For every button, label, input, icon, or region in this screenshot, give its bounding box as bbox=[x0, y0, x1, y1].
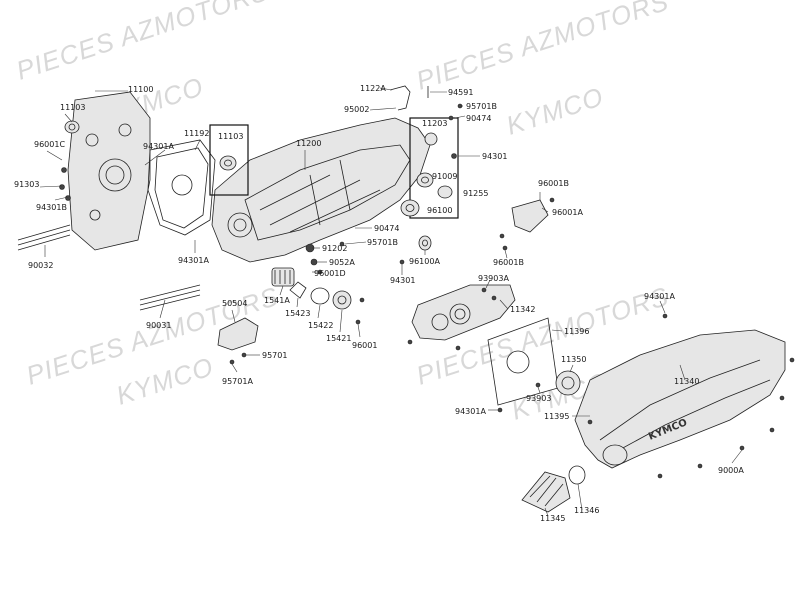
part-label: 11396 bbox=[564, 327, 589, 336]
part-label: 1541A bbox=[264, 296, 290, 305]
part-label: 11346 bbox=[574, 506, 599, 515]
part-label: 96001 bbox=[352, 341, 377, 350]
part-label: 95701A bbox=[222, 377, 253, 386]
part-label: 94301A bbox=[178, 256, 209, 265]
part-label: 11340 bbox=[674, 377, 699, 386]
part-label: 11350 bbox=[561, 355, 586, 364]
left-crankcase-part bbox=[64, 91, 151, 251]
outer-cover-part: KYMCO bbox=[574, 313, 786, 469]
inner-cover-part bbox=[407, 284, 516, 351]
part-label: 90474 bbox=[374, 224, 399, 233]
stud-bolts-90032 bbox=[17, 224, 71, 251]
part-label: 96001C bbox=[34, 140, 65, 149]
watermark: KYMCO bbox=[113, 351, 218, 411]
callout-box bbox=[209, 124, 249, 196]
part-label: 96001A bbox=[552, 208, 583, 217]
part-label: 95701B bbox=[367, 238, 398, 247]
bracket-part bbox=[217, 317, 259, 365]
watermark: PIECES AZMOTORS bbox=[413, 0, 673, 96]
part-label: 11100 bbox=[128, 85, 153, 94]
part-label: 95002 bbox=[344, 105, 369, 114]
part-label: 96100 bbox=[427, 206, 452, 215]
part-label: 95701B bbox=[466, 102, 497, 111]
part-label: 90474 bbox=[466, 114, 491, 123]
part-label: 15421 bbox=[326, 334, 351, 343]
leader-lines bbox=[39, 87, 743, 517]
breather-fittings bbox=[389, 85, 463, 159]
part-label: 11395 bbox=[544, 412, 569, 421]
small-bracket-part bbox=[499, 197, 555, 251]
part-label: 15422 bbox=[308, 321, 333, 330]
part-label: 93903A bbox=[478, 274, 509, 283]
screws-left bbox=[59, 167, 71, 201]
part-label: 11203 bbox=[422, 119, 447, 128]
part-label: 91009 bbox=[432, 172, 457, 181]
part-label: 94591 bbox=[448, 88, 473, 97]
part-label: 94301A bbox=[143, 142, 174, 151]
callout-box bbox=[409, 117, 459, 219]
part-label: 90031 bbox=[146, 321, 171, 330]
part-labels: 11100 11103 96001C 91303 94301B 90032 94… bbox=[14, 84, 744, 523]
part-label: 11200 bbox=[296, 139, 321, 148]
part-label: 91255 bbox=[463, 189, 488, 198]
part-label: 1122A bbox=[360, 84, 386, 93]
part-label: 95701 bbox=[262, 351, 287, 360]
part-label: 15423 bbox=[285, 309, 310, 318]
main-crankcase-part bbox=[211, 117, 431, 263]
part-label: 91202 bbox=[322, 244, 347, 253]
gasket-part bbox=[147, 139, 216, 236]
watermark: KYMCO bbox=[503, 81, 608, 141]
part-label: 96001B bbox=[538, 179, 569, 188]
bearing-part bbox=[219, 155, 237, 171]
part-label: 9052A bbox=[329, 258, 355, 267]
part-label: 94301 bbox=[390, 276, 415, 285]
part-label: 11345 bbox=[540, 514, 565, 523]
part-label: 96001B bbox=[493, 258, 524, 267]
stud-bolts-90031 bbox=[139, 284, 201, 311]
part-label: 93903 bbox=[526, 394, 551, 403]
part-label: 94301 bbox=[482, 152, 507, 161]
part-label: 96001D bbox=[314, 269, 346, 278]
part-label: 11103 bbox=[60, 103, 85, 112]
part-label: 11342 bbox=[510, 305, 535, 314]
part-label: 94301B bbox=[36, 203, 67, 212]
part-label: 90032 bbox=[28, 261, 53, 270]
part-label: 91303 bbox=[14, 180, 39, 189]
part-label: 94301A bbox=[455, 407, 486, 416]
part-label: 50504 bbox=[222, 299, 247, 308]
watermark: PIECES AZMOTORS bbox=[13, 0, 273, 86]
air-duct-part bbox=[521, 465, 586, 513]
bearing-group bbox=[400, 132, 453, 217]
part-label: 9000A bbox=[718, 466, 744, 475]
part-label: 11103 bbox=[218, 132, 243, 141]
part-label: 96100A bbox=[409, 257, 440, 266]
part-label: 11192 bbox=[184, 129, 209, 138]
part-label: 94301A bbox=[644, 292, 675, 301]
